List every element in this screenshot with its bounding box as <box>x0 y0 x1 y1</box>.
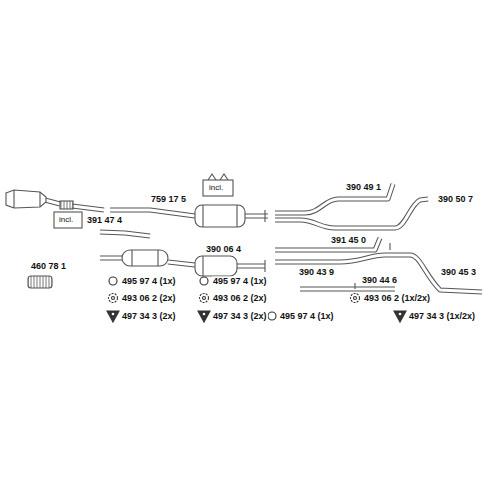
part-number: 759 17 5 <box>150 195 187 204</box>
part-number: 497 34 3 (2x) <box>212 312 268 321</box>
part-number: 390 49 1 <box>345 183 382 192</box>
part-number: 493 06 2 (2x) <box>212 294 268 303</box>
part-number: 495 97 4 (1x) <box>279 312 335 321</box>
part-number: 391 45 0 <box>330 236 367 245</box>
part-number: 460 78 1 <box>30 262 67 271</box>
part-number: 390 43 9 <box>298 268 335 277</box>
part-number: 497 34 3 (1x/2x) <box>408 312 476 321</box>
part-number: 390 50 7 <box>437 195 474 204</box>
part-number: 495 97 4 (1x) <box>212 277 268 286</box>
part-number: 391 47 4 <box>86 216 123 225</box>
included-note: incl. <box>208 184 224 192</box>
part-number: 493 06 2 (2x) <box>121 294 177 303</box>
part-number: 390 06 4 <box>205 245 242 254</box>
part-number: 493 06 2 (1x/2x) <box>363 294 431 303</box>
part-number: 495 97 4 (1x) <box>121 277 177 286</box>
included-note: incl. <box>58 216 74 224</box>
part-number: 390 44 6 <box>361 276 398 285</box>
part-number: 497 34 3 (2x) <box>121 312 177 321</box>
part-number: 390 45 3 <box>440 268 477 277</box>
